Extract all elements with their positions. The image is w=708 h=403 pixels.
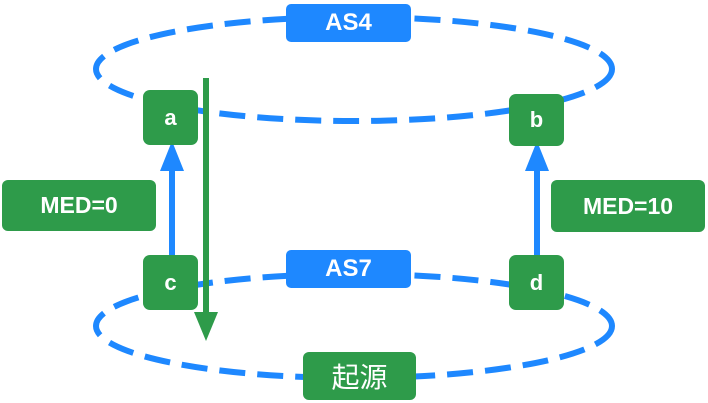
node-a: a (143, 90, 198, 145)
med-label-right: MED=10 (551, 180, 705, 232)
med-label-left: MED=0 (2, 180, 156, 231)
node-b: b (509, 94, 564, 146)
as7-label: AS7 (286, 250, 411, 288)
as4-label: AS4 (286, 4, 411, 42)
node-d: d (509, 255, 564, 310)
origin-label: 起源 (303, 352, 416, 400)
node-c: c (143, 255, 198, 310)
traffic-direction-arrow (194, 78, 218, 341)
